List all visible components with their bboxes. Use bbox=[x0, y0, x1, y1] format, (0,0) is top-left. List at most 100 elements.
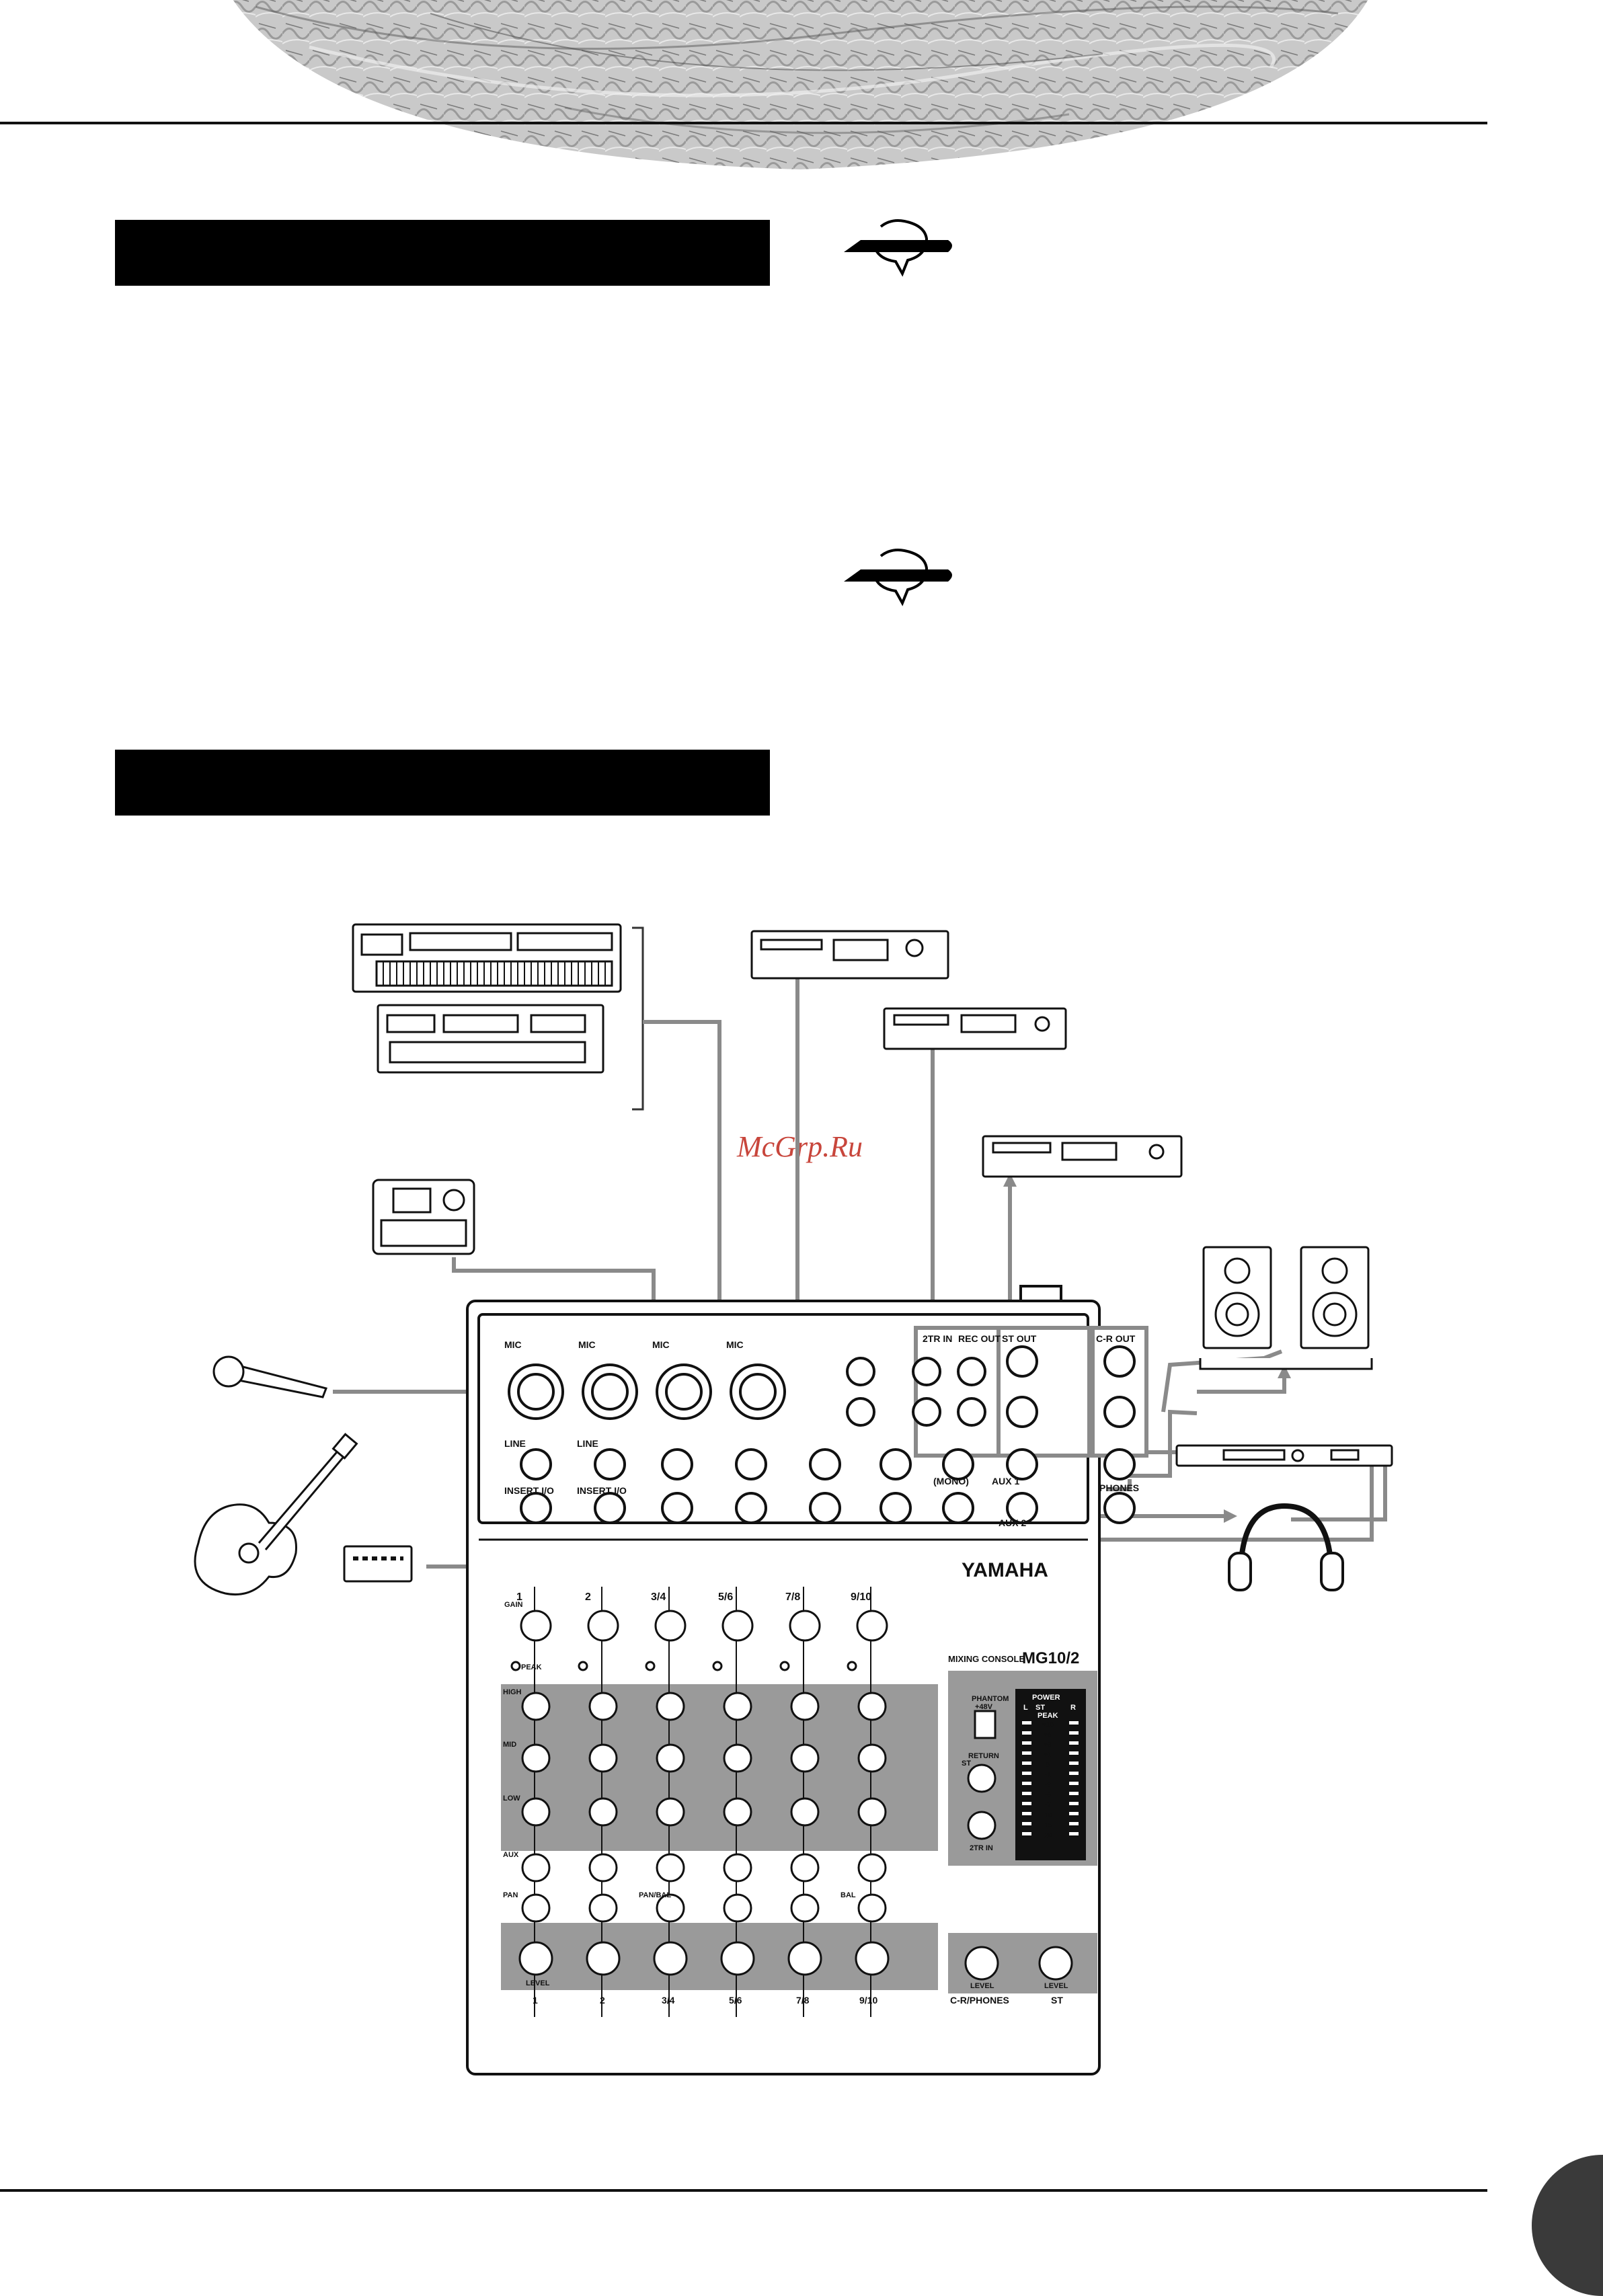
return-st-knob bbox=[967, 1764, 996, 1793]
insert-label-1: INSERT I/O bbox=[504, 1485, 554, 1496]
mic-xlr-inputs bbox=[508, 1363, 786, 1420]
console-model-prefix: MIXING CONSOLE bbox=[948, 1654, 1025, 1664]
watermark-text: McGrp.Ru bbox=[737, 1130, 863, 1163]
phones-label: PHONES bbox=[1099, 1482, 1139, 1493]
level-knobs bbox=[518, 1941, 890, 1976]
svg-text:+10: +10 bbox=[1042, 1721, 1054, 1729]
return-label: RETURN bbox=[968, 1752, 999, 1760]
mic-label-3: MIC bbox=[652, 1339, 670, 1350]
svg-text:+1: +1 bbox=[1044, 1751, 1052, 1759]
gain-knobs bbox=[520, 1610, 888, 1642]
section-heading-bar-1 bbox=[115, 220, 770, 286]
st-level-knob bbox=[1038, 1946, 1073, 1981]
bottom-label-2: 2 bbox=[600, 1995, 605, 2006]
cr-level-label: LEVEL bbox=[970, 1982, 994, 1990]
phantom-label: PHANTOM bbox=[972, 1695, 1009, 1703]
mic-label-4: MIC bbox=[726, 1339, 744, 1350]
rhythm-machine bbox=[372, 1179, 475, 1255]
console-brand: YAMAHA bbox=[962, 1559, 1048, 1581]
bottom-label-st: ST bbox=[1051, 1995, 1063, 2006]
phantom-switch bbox=[974, 1710, 996, 1739]
mono-label: (MONO) bbox=[933, 1476, 969, 1487]
mid-eq-knobs bbox=[521, 1743, 887, 1773]
header-texture-art bbox=[233, 0, 1368, 169]
meter-scale: +10 +5 +3 +1 0 -1 -3 -5 -7 -10 -15 -20 bbox=[1042, 1721, 1054, 1839]
channel-label-9-10: 9/10 bbox=[851, 1591, 871, 1603]
svg-text:-1: -1 bbox=[1045, 1772, 1051, 1779]
peak-label: PEAK bbox=[521, 1663, 542, 1671]
channel-label-1: 1 bbox=[516, 1591, 522, 1603]
channel-label-2: 2 bbox=[585, 1591, 591, 1603]
cr-out-label: C-R OUT bbox=[1096, 1333, 1136, 1344]
return-st-label: ST bbox=[962, 1759, 971, 1768]
meter-r-label: R bbox=[1070, 1704, 1076, 1712]
bottom-label-7-8: 7/8 bbox=[796, 1995, 810, 2006]
channel-strips: 1 2 3/4 5/6 7/8 9/10 GAIN PEAK HIGH MID … bbox=[501, 1587, 1063, 2017]
svg-text:-5: -5 bbox=[1045, 1792, 1051, 1799]
mic-label-1: MIC bbox=[504, 1339, 522, 1350]
two-tr-in-label: 2TR IN bbox=[923, 1333, 952, 1344]
line-label-2: LINE bbox=[577, 1438, 598, 1449]
synthesizer-keyboard bbox=[352, 923, 622, 993]
cd-recorder-2 bbox=[883, 1007, 1067, 1050]
bottom-label-9-10: 9/10 bbox=[859, 1995, 877, 2006]
meter-l-label: L bbox=[1023, 1704, 1028, 1712]
mixing-console-mg10-2 bbox=[466, 1285, 1148, 2075]
direct-box bbox=[343, 1545, 413, 1583]
cr-phones-level-knob bbox=[964, 1946, 999, 1981]
master-section: PHANTOM +48V POWER PEAK ST L R RETURN ST… bbox=[948, 1671, 1097, 1993]
low-eq-knobs bbox=[521, 1797, 887, 1827]
mid-label: MID bbox=[503, 1741, 516, 1749]
mic-label-2: MIC bbox=[578, 1339, 596, 1350]
effects-processor bbox=[1175, 1444, 1393, 1467]
level-label: LEVEL bbox=[526, 1979, 550, 1987]
monitor-speakers bbox=[1199, 1246, 1373, 1370]
cd-recorder-1 bbox=[750, 930, 949, 980]
aux-knobs bbox=[521, 1853, 887, 1883]
svg-text:-7: -7 bbox=[1045, 1802, 1051, 1809]
aux2-label: AUX 2 bbox=[999, 1517, 1026, 1528]
line-label-1: LINE bbox=[504, 1438, 526, 1449]
microphone bbox=[212, 1355, 328, 1398]
pan-label: PAN bbox=[503, 1891, 518, 1899]
high-eq-knobs bbox=[521, 1692, 887, 1721]
phone-jacks bbox=[520, 1345, 1136, 1524]
phantom-value-label: +48V bbox=[975, 1703, 993, 1711]
channel-label-7-8: 7/8 bbox=[785, 1591, 800, 1603]
bottom-label-cr-phones: C-R/PHONES bbox=[950, 1995, 1009, 2006]
two-tr-in-master-label: 2TR IN bbox=[970, 1844, 993, 1852]
two-tr-in-knob bbox=[967, 1811, 996, 1840]
page-number-tab bbox=[1532, 2155, 1603, 2296]
bottom-label-3-4: 3/4 bbox=[662, 1995, 675, 2006]
meter-peak-label: PEAK bbox=[1038, 1712, 1058, 1720]
note-pen-icon bbox=[844, 219, 952, 277]
pan-bal-label: PAN/BAL bbox=[639, 1891, 671, 1899]
rack-sound-module bbox=[377, 1004, 604, 1074]
svg-text:-20: -20 bbox=[1042, 1832, 1052, 1839]
svg-text:-10: -10 bbox=[1042, 1812, 1052, 1819]
low-label: LOW bbox=[503, 1794, 520, 1803]
console-model: MG10/2 bbox=[1022, 1649, 1079, 1667]
meter-leds bbox=[1022, 1721, 1079, 1835]
channel-label-3-4: 3/4 bbox=[651, 1591, 666, 1603]
svg-text:+5: +5 bbox=[1044, 1731, 1052, 1739]
channel-label-5-6: 5/6 bbox=[718, 1591, 733, 1603]
aux-label: AUX bbox=[503, 1851, 519, 1859]
peak-leds bbox=[510, 1661, 857, 1671]
svg-text:0: 0 bbox=[1046, 1761, 1050, 1769]
connection-diagram: MIC MIC MIC MIC LINE LINE INSERT I/O INS… bbox=[194, 923, 1393, 2075]
high-label: HIGH bbox=[503, 1688, 522, 1696]
bottom-label-1: 1 bbox=[533, 1995, 538, 2006]
aux1-label: AUX 1 bbox=[992, 1476, 1019, 1487]
bal-label: BAL bbox=[840, 1891, 856, 1899]
acoustic-guitar bbox=[194, 1433, 358, 1596]
st-level-label: LEVEL bbox=[1044, 1982, 1068, 1990]
tip-pen-icon bbox=[844, 549, 952, 606]
headphones bbox=[1228, 1503, 1344, 1591]
svg-text:-3: -3 bbox=[1045, 1782, 1051, 1789]
svg-text:+3: +3 bbox=[1044, 1741, 1052, 1749]
rec-out-label: REC OUT bbox=[958, 1333, 1001, 1344]
footer-rule bbox=[0, 2189, 1487, 2192]
st-out-label: ST OUT bbox=[1002, 1333, 1037, 1344]
section-heading-bar-2 bbox=[115, 750, 770, 816]
